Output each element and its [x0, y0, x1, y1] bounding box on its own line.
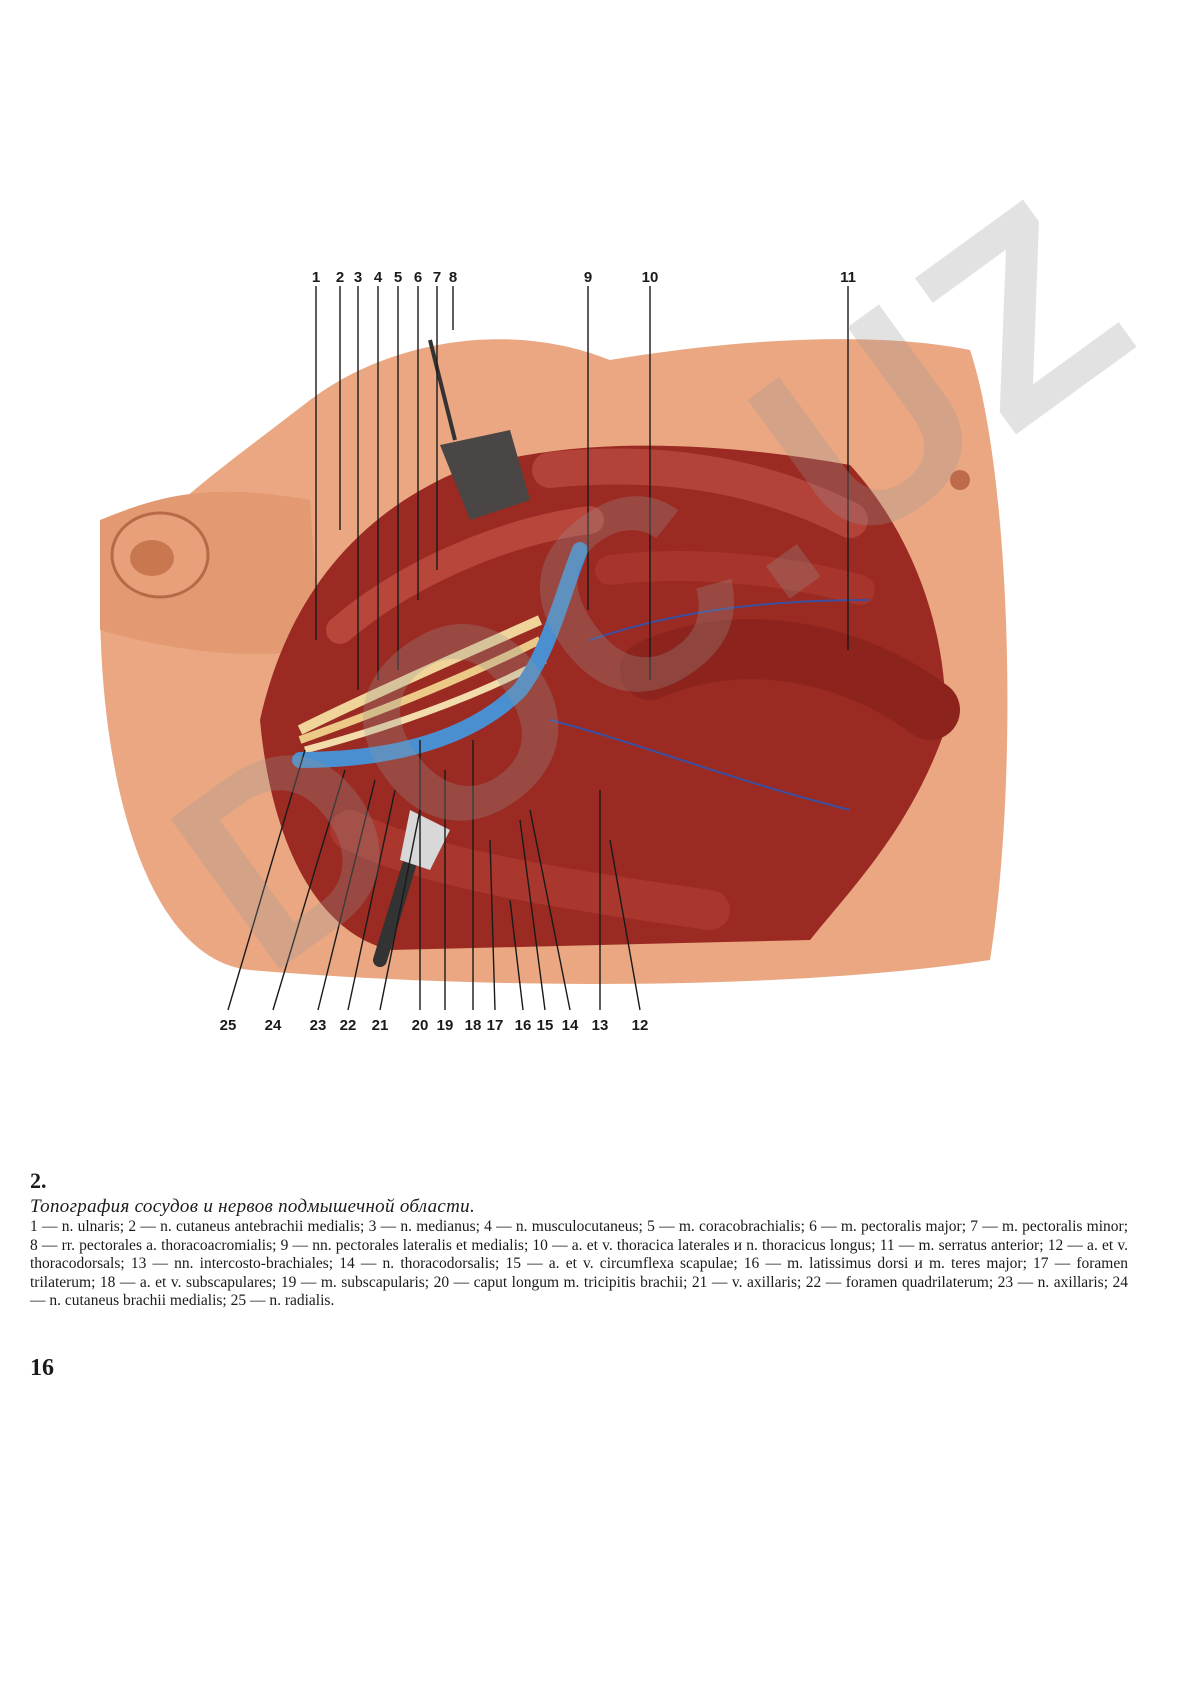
leader-label-5: 5: [394, 270, 402, 286]
leader-label-14: 14: [562, 1017, 579, 1034]
leader-label-4: 4: [374, 270, 383, 286]
leader-label-10: 10: [642, 270, 659, 286]
leader-label-1: 1: [312, 270, 320, 286]
leader-label-13: 13: [592, 1017, 609, 1034]
leader-label-7: 7: [433, 270, 441, 286]
leader-label-12: 12: [632, 1017, 649, 1034]
leader-label-2: 2: [336, 270, 344, 286]
anatomical-illustration: 1 2 3 4 5 6 7 8 9 10 11 25 24 23 22 21 2…: [90, 270, 1050, 1120]
leader-label-11: 11: [840, 270, 856, 286]
leader-label-23: 23: [310, 1017, 327, 1034]
leader-label-20: 20: [412, 1017, 429, 1034]
leader-label-22: 22: [340, 1017, 357, 1034]
figure-number: 2.: [30, 1168, 47, 1193]
leader-label-17: 17: [487, 1017, 504, 1034]
leader-label-18: 18: [465, 1017, 482, 1034]
leader-label-19: 19: [437, 1017, 454, 1034]
leader-label-6: 6: [414, 270, 422, 286]
leader-label-8: 8: [449, 270, 457, 286]
figure-title: Топография сосудов и нервов подмышечной …: [30, 1196, 475, 1217]
leader-label-21: 21: [372, 1017, 389, 1034]
leader-label-24: 24: [265, 1017, 282, 1034]
leader-label-15: 15: [537, 1017, 554, 1034]
figure-caption: 1 — n. ulnaris; 2 — n. cutaneus antebrac…: [30, 1218, 1128, 1309]
page-number: 16: [30, 1355, 54, 1381]
leader-label-25: 25: [220, 1017, 237, 1034]
leader-label-3: 3: [354, 270, 362, 286]
leader-label-16: 16: [515, 1017, 532, 1034]
leader-label-9: 9: [584, 270, 592, 286]
